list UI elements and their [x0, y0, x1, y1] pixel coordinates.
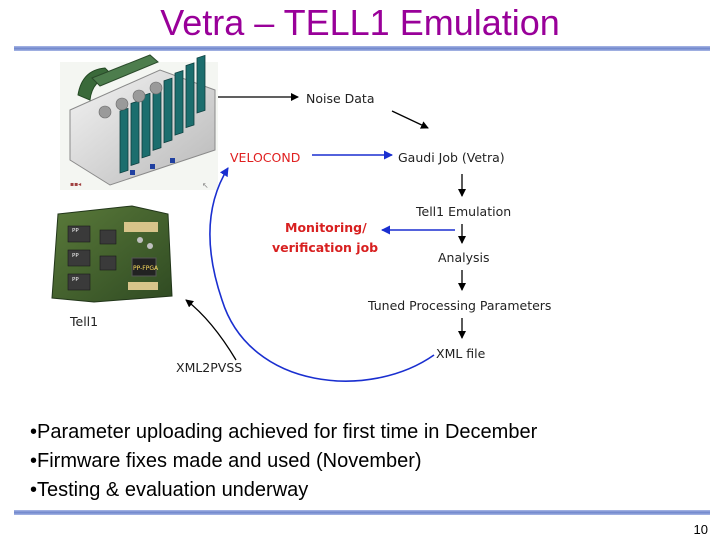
bullet-list: •Parameter uploading achieved for first …	[30, 418, 537, 505]
bullet-item: •Testing & evaluation underway	[30, 479, 309, 501]
bullet-item: •Parameter uploading achieved for first …	[30, 421, 538, 443]
xml-file-label: XML file	[436, 346, 486, 361]
tuned-params-label: Tuned Processing Parameters	[368, 298, 552, 313]
black-arrows	[185, 93, 466, 361]
monitoring-label-line1: Monitoring/	[285, 220, 367, 235]
arrow-xml-to-velocond	[209, 167, 435, 382]
pp-chip-label: PP-FPGA	[133, 265, 159, 272]
xml2pvss-label: XML2PVSS	[176, 360, 243, 375]
tell1-emulation-label: Tell1 Emulation	[416, 204, 512, 219]
slide-title: Vetra – TELL1 Emulation	[160, 2, 560, 43]
svg-text:↖: ↖	[202, 181, 209, 190]
velocond-label: VELOCOND	[230, 150, 301, 165]
footer-divider	[14, 510, 710, 515]
blue-arrows	[209, 150, 455, 382]
velo-detector-image: ▪▪◂ ↖	[60, 54, 218, 190]
arrow-xml2pvss-to-tell1	[185, 299, 237, 361]
analysis-label: Analysis	[438, 250, 490, 265]
tell1-board-image: PP PP PP PP-FPGA	[51, 205, 173, 303]
monitoring-label-line2: verification job	[272, 240, 379, 255]
page-number: 10	[693, 522, 708, 537]
tell1-board-label: Tell1	[70, 314, 99, 329]
svg-text:PP: PP	[72, 228, 79, 234]
svg-text:▪▪◂: ▪▪◂	[70, 181, 81, 188]
svg-text:PP: PP	[72, 253, 79, 259]
title-divider	[14, 46, 710, 51]
noise-data-label: Noise Data	[306, 91, 375, 106]
arrow-noise-to-gaudi	[391, 110, 429, 129]
svg-text:PP: PP	[72, 277, 79, 283]
bullet-item: •Firmware fixes made and used (November)	[30, 450, 422, 472]
gaudi-job-label: Gaudi Job (Vetra)	[398, 150, 505, 165]
